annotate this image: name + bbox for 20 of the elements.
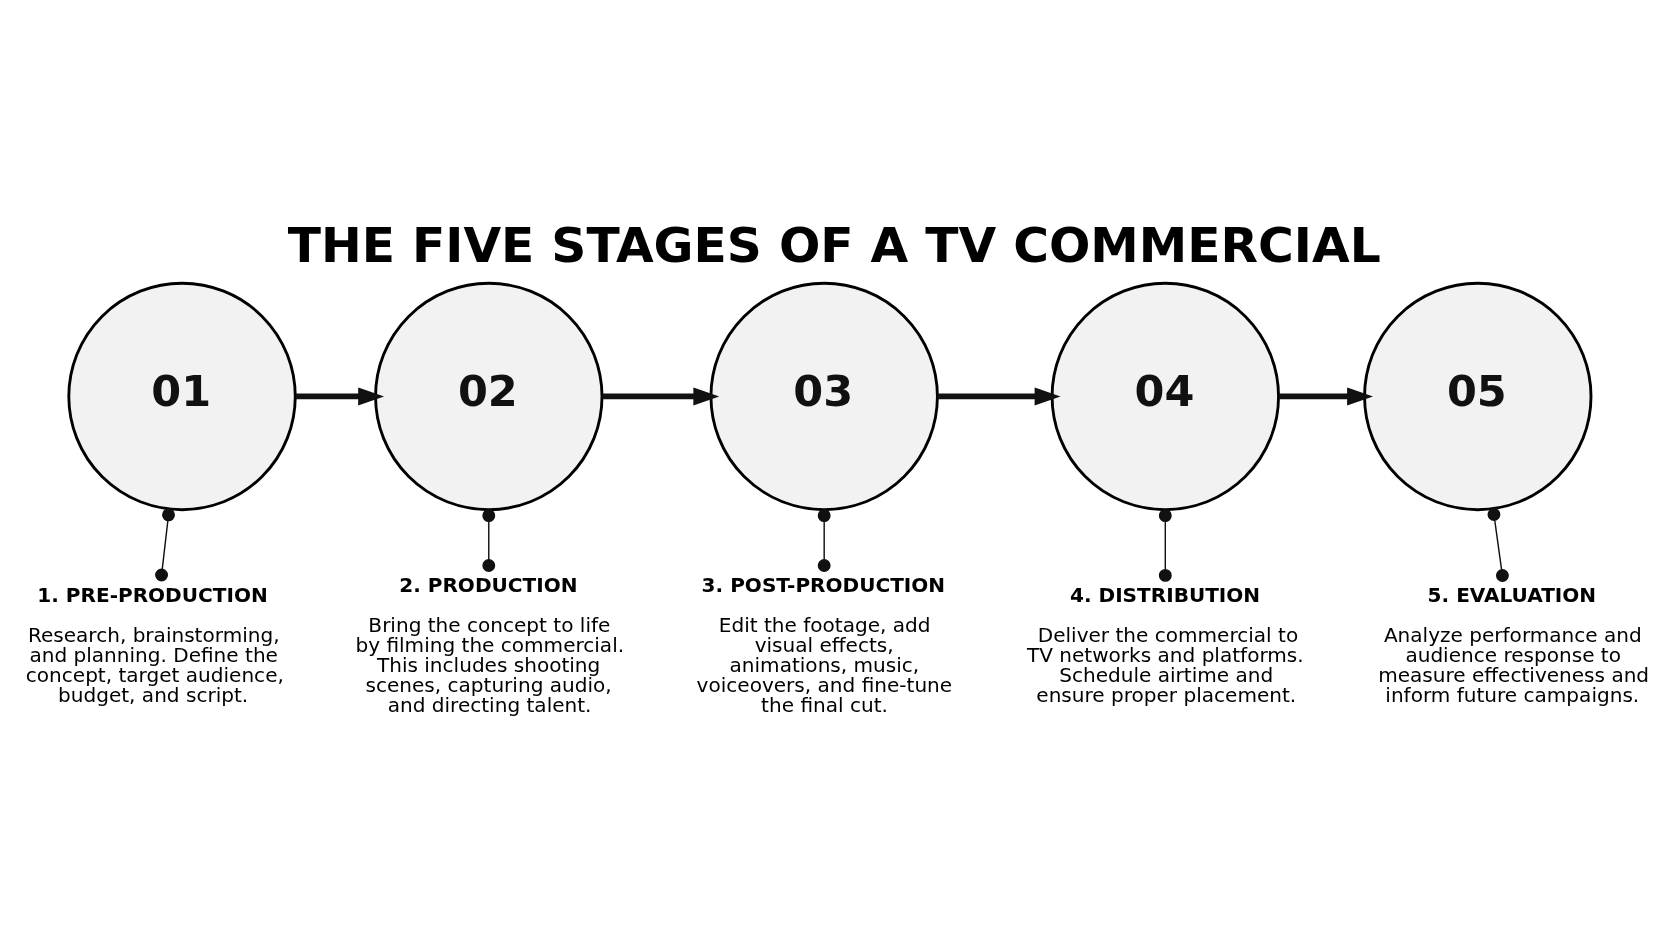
node-text: 2. PRODUCTION Bring the concept to life by filming the commercial. This includes shooting scenes, capturing audio, and directing talent. [355,572,625,717]
arrow [937,386,1061,405]
arrow [1278,386,1373,405]
node-circle: 03 [709,281,939,511]
connector [1158,508,1172,582]
connector [817,508,831,572]
connector [1487,507,1509,582]
node-text: 1. PRE-PRODUCTION Research, brainstorming, and planning. Define the concept, target audience, budget, and script. [25,582,284,707]
connector [155,507,175,581]
node-circle: 05 [1363,281,1593,511]
node-text: 4. DISTRIBUTION Deliver the commercial to TV networks and platforms. Schedule airtime and ensure proper placement. [1026,582,1304,707]
node-circle: 01 [67,281,297,511]
node-text: 5. EVALUATION Analyze performance and audience response to measure effectiveness and inform future campaigns. [1378,582,1650,707]
arrow [602,386,720,405]
node-circle: 02 [374,281,604,511]
arrow [295,386,385,405]
connector [482,508,496,572]
node-text: 3. POST-PRODUCTION Edit the footage, add visual effects, animations, music, voiceovers, and fine-tune the final cut. [696,572,953,717]
node-circle: 04 [1050,281,1280,511]
diagram-title: THE FIVE STAGES OF A TV COMMERCIAL [287,216,1381,273]
